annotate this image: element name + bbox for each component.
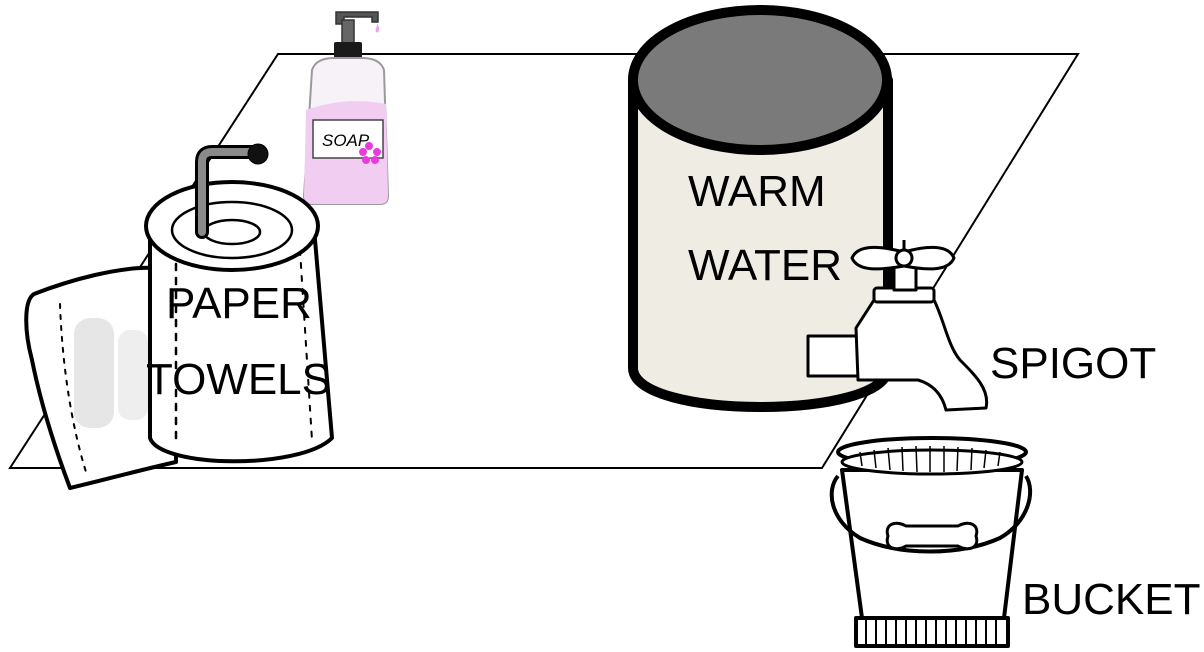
paper-towels-label-line2: TOWELS [146,355,331,404]
paper-towels-label-line1: PAPER [166,279,312,328]
warm-water-label-line2: WATER [688,241,842,290]
bucket-label: BUCKET [1022,575,1200,624]
spigot-label: SPIGOT [990,339,1156,388]
soap-label: SOAP [322,131,370,150]
warm-water-label-line1: WARM [688,167,826,216]
soap-dispenser-icon: SOAP [304,12,388,204]
bucket-icon [832,438,1030,646]
